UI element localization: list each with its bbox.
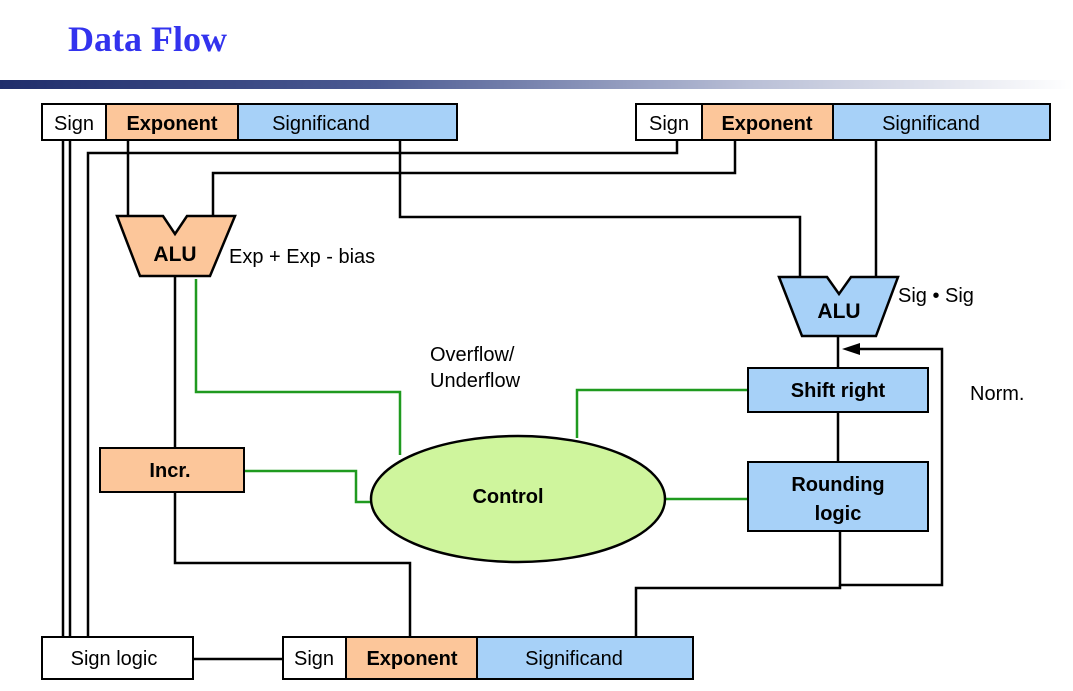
title-divider: [0, 80, 1073, 89]
operand-a-sign-label: Sign: [54, 113, 94, 135]
exp-b-line: [211, 140, 737, 216]
rounding-block: Rounding logic: [747, 461, 929, 532]
exponent-alu-shape: [115, 214, 237, 278]
rounding-box: [747, 461, 929, 532]
control-line-incr: [244, 469, 372, 504]
sign-logic-box: [41, 636, 194, 680]
sig-a-line: [398, 140, 802, 277]
operand-b-significand-label: Significand: [882, 113, 980, 135]
result-significand-label: Significand: [525, 648, 623, 670]
rounding-label-line1: Rounding: [791, 474, 884, 496]
data-lines: [61, 140, 944, 661]
result-exponent-box: [345, 636, 478, 680]
operand-a-exponent-box: [105, 103, 239, 141]
operand-a-significand-label: Significand: [272, 113, 370, 135]
increment-block: Incr.: [99, 447, 245, 493]
significand-alu-label: ALU: [817, 300, 860, 323]
shift-right-label: Shift right: [791, 380, 886, 402]
increment-label: Incr.: [149, 460, 190, 482]
page-title: Data Flow: [68, 19, 227, 59]
significand-alu-annotation: Sig • Sig: [898, 285, 974, 307]
sign-logic-block: Sign logic: [41, 636, 194, 680]
operand-b-register: Sign Exponent Significand: [635, 103, 1051, 141]
operand-a-significand-box: [237, 103, 458, 141]
exponent-alu: ALU: [115, 214, 237, 278]
result-register: Sign Exponent Significand: [282, 636, 694, 680]
sign-logic-label: Sign logic: [71, 648, 158, 670]
overflow-label-line1: Overflow/: [430, 344, 515, 366]
shift-right-box: [747, 367, 929, 413]
control-line-exp-alu: [194, 279, 402, 455]
increment-box: [99, 447, 245, 493]
control-lines: [194, 279, 748, 504]
sign-b-line: [86, 140, 679, 640]
control-label: Control: [472, 486, 543, 508]
operand-a-register: Sign Exponent Significand: [41, 103, 458, 141]
shift-right-block: Shift right: [747, 367, 929, 413]
significand-alu-shape: [777, 275, 900, 338]
rounding-label-line2: logic: [815, 503, 862, 525]
round-to-norm-loop: [838, 347, 944, 587]
operand-b-significand-box: [832, 103, 1051, 141]
result-exponent-label: Exponent: [366, 648, 457, 670]
round-to-result: [634, 585, 842, 637]
result-sign-label: Sign: [294, 648, 334, 670]
significand-alu: ALU: [777, 275, 900, 338]
norm-loop-arrowhead: [842, 343, 860, 355]
control-line-shift: [575, 388, 748, 438]
control-unit: Control: [369, 434, 667, 564]
overflow-label-line2: Underflow: [430, 370, 521, 392]
normalize-label: Norm.: [970, 383, 1024, 405]
control-ellipse: [369, 434, 667, 564]
result-significand-box: [476, 636, 694, 680]
operand-a-exponent-label: Exponent: [126, 113, 217, 135]
incr-to-result: [173, 492, 412, 637]
exponent-alu-label: ALU: [153, 243, 196, 266]
exponent-alu-annotation: Exp + Exp - bias: [229, 246, 375, 268]
operand-b-sign-label: Sign: [649, 113, 689, 135]
result-sign-box: [282, 636, 347, 680]
operand-b-exponent-label: Exponent: [721, 113, 812, 135]
